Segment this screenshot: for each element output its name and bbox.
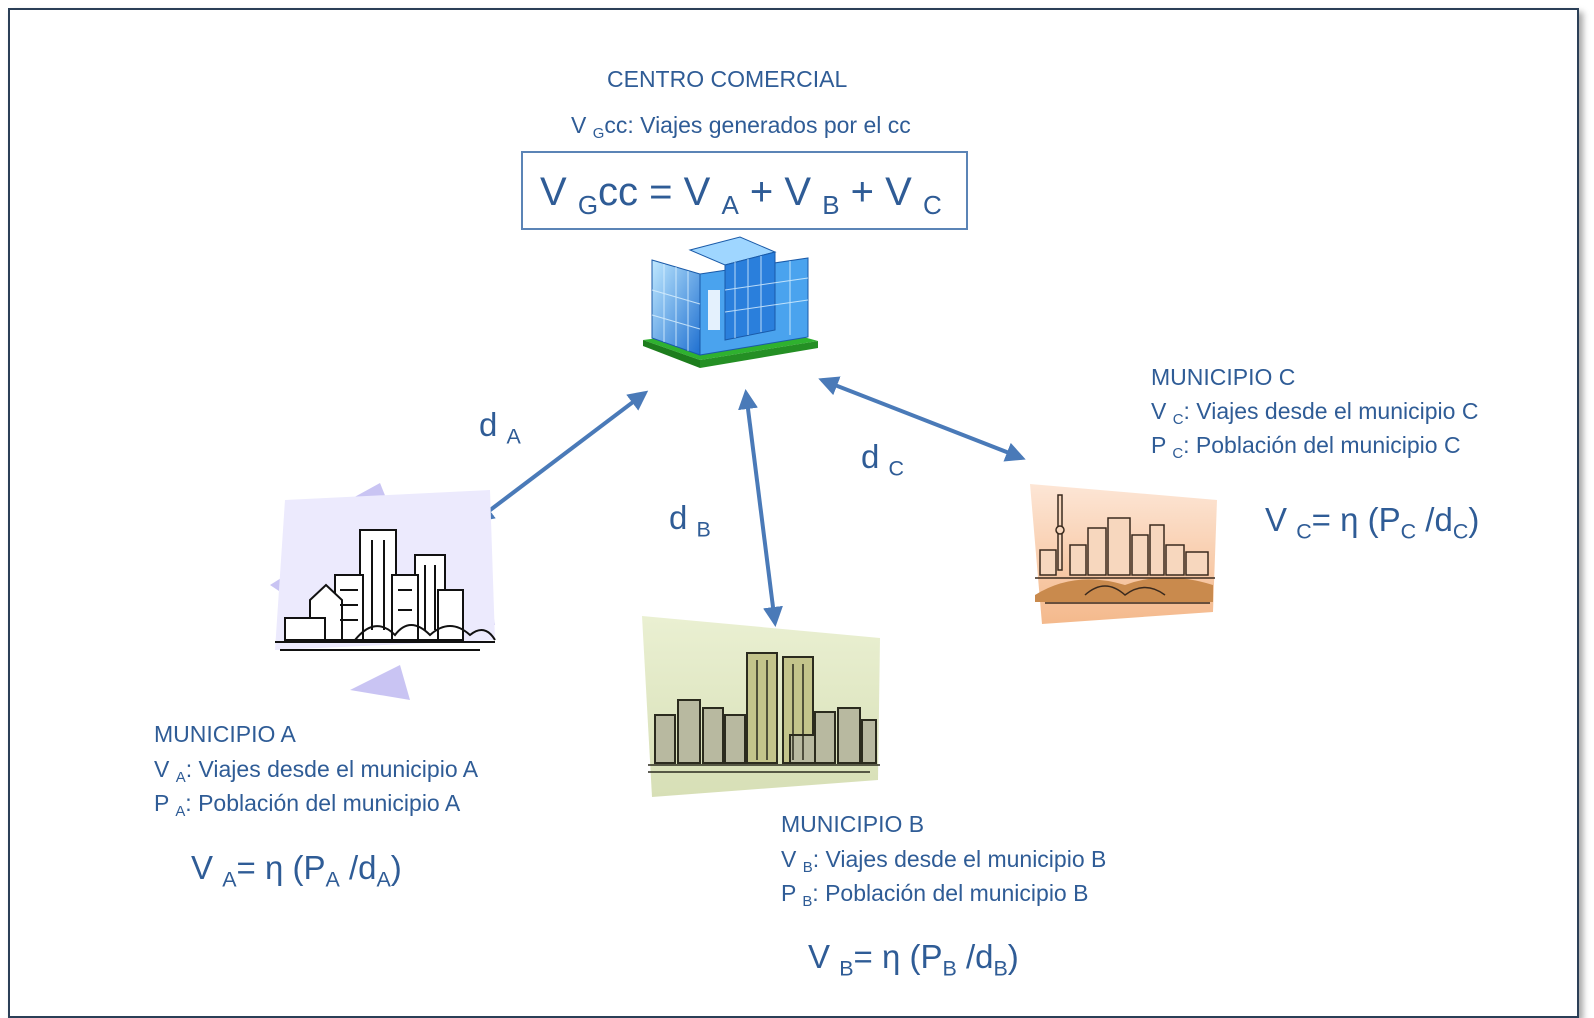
- city-c-skyline-icon: [1030, 484, 1217, 624]
- municipio-b-p-desc: : Población del municipio B: [812, 880, 1089, 906]
- formula-text-2: + V: [749, 170, 812, 214]
- municipio-a-v-sub: A: [175, 769, 186, 787]
- municipio-c-v-sub: C: [1172, 411, 1184, 429]
- municipio-b-formula: V B= η (PB /dB): [808, 938, 1019, 979]
- formula-text-3: + V: [850, 170, 912, 214]
- formula-c-v: V: [1265, 501, 1288, 538]
- municipio-b-line-v: V B: Viajes desde el municipio B: [781, 846, 1107, 876]
- center-desc-rest: cc: Viajes generados por el cc: [604, 112, 911, 138]
- formula-c-v-sub: C: [1296, 519, 1312, 544]
- center-formula-box: [521, 151, 968, 230]
- municipio-a-p-sub: A: [175, 803, 186, 821]
- municipio-b-v-desc: : Viajes desde el municipio B: [812, 846, 1107, 872]
- formula-b-p-sub: B: [942, 956, 957, 981]
- arrow-to-municipio-c: [818, 376, 1026, 462]
- distance-a-sub: A: [506, 424, 521, 449]
- center-title: CENTRO COMERCIAL: [607, 66, 848, 92]
- formula-c-mid: /d: [1416, 501, 1453, 538]
- municipio-c-p-sub: C: [1172, 445, 1184, 463]
- formula-b-d-sub: B: [993, 956, 1008, 981]
- municipio-b-v-sub: B: [802, 859, 813, 877]
- municipio-c-line-v: V C: Viajes desde el municipio C: [1151, 398, 1479, 428]
- center-desc-sub: G: [592, 125, 605, 143]
- formula-b-v-sub: B: [839, 956, 854, 981]
- distance-label-b: d B: [669, 499, 711, 540]
- distance-b-sub: B: [696, 517, 711, 542]
- formula-b-eq: = η (P: [853, 938, 943, 975]
- municipio-a-v: V: [154, 756, 170, 782]
- municipio-c-formula: V C= η (PC /dC): [1265, 501, 1480, 542]
- arrow-to-municipio-a: [473, 390, 649, 523]
- municipio-c-v-desc: : Viajes desde el municipio C: [1183, 398, 1479, 424]
- city-a-skyline-icon: [270, 483, 496, 700]
- municipio-c-v: V: [1151, 398, 1167, 424]
- municipio-b-p: P: [781, 880, 796, 906]
- municipio-a-v-desc: : Viajes desde el municipio A: [185, 756, 479, 782]
- formula-c-eq: = η (P: [1311, 501, 1401, 538]
- distance-c-d: d: [861, 438, 880, 475]
- formula-a-mid: /d: [339, 849, 377, 886]
- municipio-a-p: P: [154, 790, 169, 816]
- municipio-b-p-sub: B: [802, 893, 813, 911]
- formula-v: V: [540, 170, 567, 214]
- municipio-a-p-desc: : Población del municipio A: [185, 790, 461, 816]
- municipio-a-title: MUNICIPIO A: [154, 721, 296, 747]
- municipio-a-line-p: P A: Población del municipio A: [154, 790, 461, 820]
- center-description: V Gcc: Viajes generados por el cc: [571, 112, 911, 142]
- formula-sub-a: A: [721, 190, 739, 221]
- center-formula: V Gcc = V A + V B + V C: [540, 170, 942, 218]
- municipio-b-v: V: [781, 846, 797, 872]
- formula-a-end: ): [390, 849, 402, 886]
- municipio-b-line-p: P B: Población del municipio B: [781, 880, 1089, 910]
- shopping-center-building-icon: [643, 236, 818, 368]
- formula-c-end: ): [1468, 501, 1480, 538]
- formula-c-d-sub: C: [1452, 519, 1469, 544]
- municipio-c-p-desc: : Población del municipio C: [1183, 432, 1461, 458]
- municipio-a-formula: V A= η (PA /dA): [191, 849, 402, 890]
- formula-a-p-sub: A: [325, 867, 340, 892]
- distance-a-d: d: [479, 406, 498, 443]
- municipio-b-title: MUNICIPIO B: [781, 811, 925, 837]
- formula-b-v: V: [808, 938, 831, 975]
- municipio-c-line-p: P C: Población del municipio C: [1151, 432, 1461, 462]
- formula-sub-c: C: [922, 190, 942, 221]
- city-b-skyline-icon: [642, 616, 880, 797]
- formula-text-1: cc = V: [598, 170, 711, 214]
- center-desc-v: V: [571, 112, 587, 138]
- distance-c-sub: C: [888, 456, 905, 481]
- distance-label-c: d C: [861, 438, 904, 479]
- formula-a-d-sub: A: [376, 867, 391, 892]
- formula-c-p-sub: C: [1400, 519, 1417, 544]
- formula-a-v-sub: A: [222, 867, 237, 892]
- arrow-to-municipio-b: [738, 389, 783, 627]
- formula-sub-b: B: [822, 190, 840, 221]
- distance-b-d: d: [669, 499, 688, 536]
- formula-sub-g: G: [577, 190, 599, 221]
- municipio-c-title: MUNICIPIO C: [1151, 364, 1296, 390]
- distance-label-a: d A: [479, 406, 521, 447]
- municipio-c-p: P: [1151, 432, 1166, 458]
- formula-b-end: ): [1007, 938, 1019, 975]
- formula-a-v: V: [191, 849, 214, 886]
- formula-b-mid: /d: [956, 938, 994, 975]
- formula-a-eq: = η (P: [236, 849, 326, 886]
- municipio-a-line-v: V A: Viajes desde el municipio A: [154, 756, 479, 786]
